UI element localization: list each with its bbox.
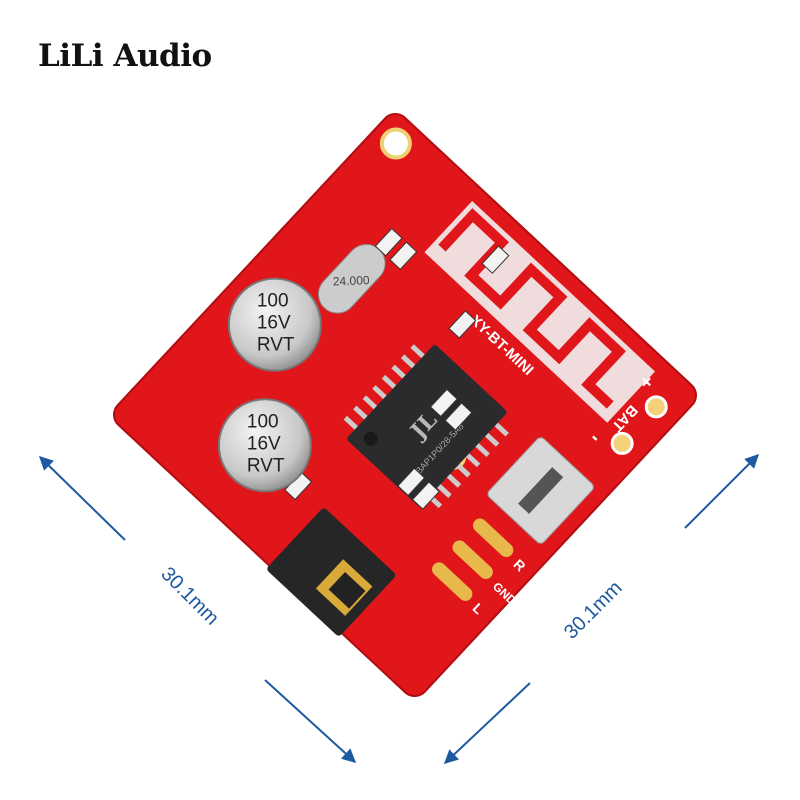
mount-hole xyxy=(379,127,412,160)
capacitor-value: 100 xyxy=(257,291,289,312)
capacitor-value: 100 xyxy=(247,411,279,432)
brand-logo: LiLi Audio xyxy=(38,38,212,74)
capacitor-series: RVT xyxy=(247,455,285,476)
battery-pad-minus xyxy=(610,431,634,455)
crystal-label: 24.000 xyxy=(333,273,370,288)
dimension-label-left: 30.1mm xyxy=(156,563,223,630)
speaker-pads xyxy=(432,518,514,601)
pcb: XY-BT-MINI + - BAT R GND L xyxy=(112,112,698,698)
antenna-trace xyxy=(424,201,656,423)
dimension-label-right: 30.1mm xyxy=(560,577,627,644)
dimension-arrow-right xyxy=(443,454,759,764)
capacitor-voltage: 16V xyxy=(247,433,281,454)
battery-pad-plus xyxy=(644,395,668,419)
micro-usb-port xyxy=(487,437,594,544)
capacitor-voltage: 16V xyxy=(257,313,291,334)
dimension-arrow-left xyxy=(38,456,357,763)
capacitor: 100 16V RVT xyxy=(217,398,312,493)
capacitor-series: RVT xyxy=(257,335,295,356)
capacitor: 100 16V RVT xyxy=(227,277,322,372)
audio-jack xyxy=(267,508,396,636)
